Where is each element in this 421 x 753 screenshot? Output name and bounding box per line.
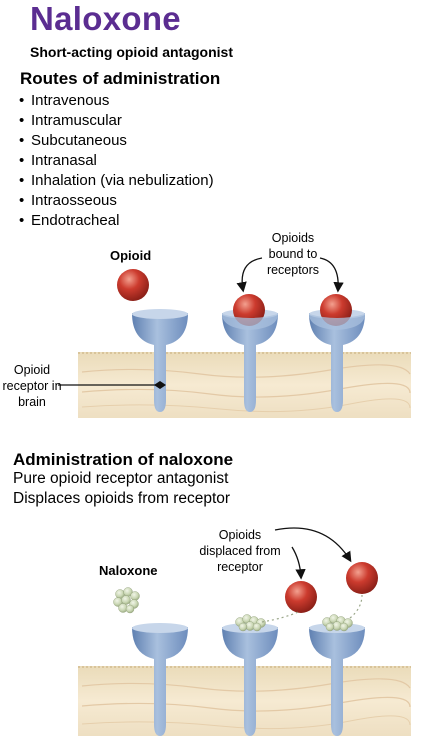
displaced-arrow-right xyxy=(274,527,352,563)
opioid-binding-diagram: Opioid Opioids bound to receptors Opioid… xyxy=(0,230,411,418)
bound-to-receptors-label: Opioids bound to receptors xyxy=(258,230,328,278)
subtitle: Short-acting opioid antagonist xyxy=(30,44,233,60)
label-line: receptor in xyxy=(2,379,62,393)
opioid-molecule xyxy=(117,269,149,301)
displaced-arrow-left xyxy=(291,546,306,580)
opioids-displaced-label: Opioids displaced from receptor xyxy=(195,527,285,575)
label-line: Opioids xyxy=(271,231,315,245)
routes-heading: Routes of administration xyxy=(20,69,221,88)
bound-arrow-left xyxy=(236,257,263,293)
administration-line: Displaces opioids from receptor xyxy=(13,490,231,507)
opioid-label: Opioid xyxy=(110,248,152,263)
routes-list: Intravenous Intramuscular Subcutaneous I… xyxy=(19,91,214,231)
route-item: Inhalation (via nebulization) xyxy=(19,171,214,191)
naloxone-molecule xyxy=(113,587,140,614)
opioid-receptor xyxy=(132,623,188,736)
route-item: Intraosseous xyxy=(19,191,214,211)
route-item: Subcutaneous xyxy=(19,131,214,151)
route-item: Intranasal xyxy=(19,151,214,171)
page-title: Naloxone xyxy=(30,0,181,37)
naloxone-label: Naloxone xyxy=(99,563,158,578)
displacement-path xyxy=(261,611,299,623)
label-line: Opioid xyxy=(13,363,51,377)
bound-arrow-right xyxy=(319,257,344,293)
label-line: Opioids xyxy=(218,528,262,542)
route-item: Intramuscular xyxy=(19,111,214,131)
label-line: receptor xyxy=(217,560,263,574)
label-line: brain xyxy=(18,395,46,409)
displaced-opioid-molecule xyxy=(285,581,317,613)
route-item: Endotracheal xyxy=(19,211,214,231)
opioid-receptor xyxy=(132,309,188,412)
opioid-binding-svg xyxy=(58,257,411,418)
label-line: receptors xyxy=(266,263,320,277)
label-line: bound to xyxy=(268,247,318,261)
label-line: displaced from xyxy=(199,544,281,558)
administration-line: Pure opioid receptor antagonist xyxy=(13,470,229,487)
displacement-path xyxy=(349,594,363,619)
route-item: Intravenous xyxy=(19,91,214,111)
displaced-opioid-molecule xyxy=(346,562,378,594)
administration-heading: Administration of naloxone xyxy=(13,450,234,469)
receptor-in-brain-label: Opioid receptor in brain xyxy=(0,362,64,410)
